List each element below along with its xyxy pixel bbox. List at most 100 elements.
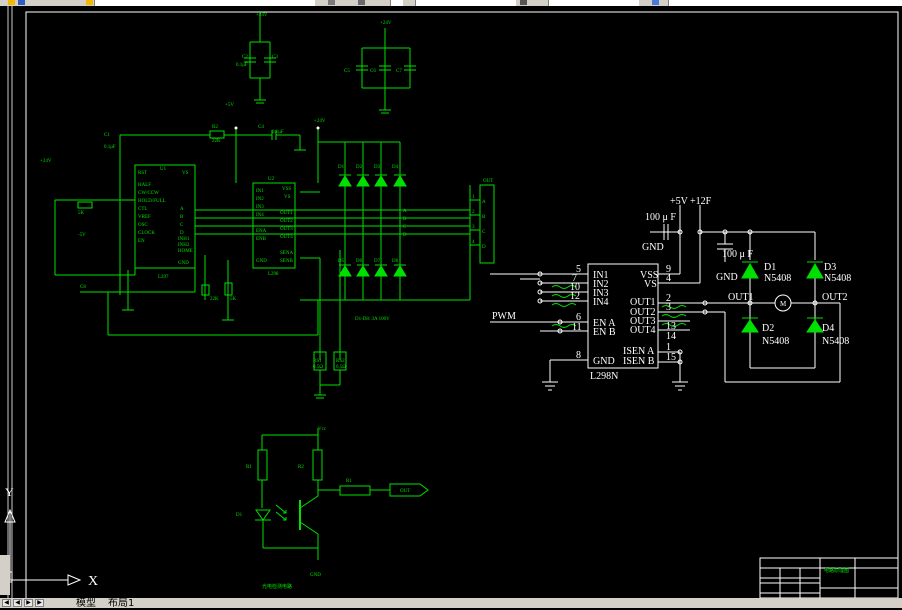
l297-pin-cw: CW/CCW bbox=[138, 191, 159, 196]
l298-pin-in2: IN2 bbox=[256, 197, 264, 202]
pin-in1: IN1 bbox=[593, 270, 609, 281]
d2-part: N5408 bbox=[762, 336, 789, 347]
bus-b: B bbox=[403, 217, 407, 222]
conn-pin-2: 2 bbox=[472, 210, 475, 215]
small-diode-d4[interactable] bbox=[393, 175, 407, 187]
tab-prev-arrow[interactable]: ◀ bbox=[13, 599, 22, 607]
l297-pin-ctl: CTL bbox=[138, 207, 147, 212]
bus-d: D bbox=[403, 233, 407, 238]
drawing-border bbox=[7, 6, 899, 598]
cap-left-label: 100 μ F bbox=[645, 212, 676, 223]
l297-pin-en: EN bbox=[138, 239, 145, 244]
conn-c: C bbox=[482, 230, 486, 235]
supply-neg-24v: +24V bbox=[40, 159, 52, 164]
diode-d1[interactable] bbox=[741, 262, 759, 279]
d2-label: D2 bbox=[762, 323, 774, 334]
l298n-circuit[interactable]: IN1 IN2 IN3 IN4 EN A EN B GND 5 7 10 12 … bbox=[490, 196, 851, 391]
label-c5: C5 bbox=[344, 69, 350, 74]
motor-symbol[interactable] bbox=[774, 294, 792, 312]
l297-pin-rst: RST bbox=[138, 171, 147, 176]
small-diode-d8[interactable] bbox=[393, 265, 407, 277]
sensor-r2-label: R2 bbox=[298, 465, 304, 470]
tab-layout1[interactable]: 布局1 bbox=[108, 598, 135, 609]
lightbulb-icon[interactable] bbox=[86, 0, 93, 5]
gnd-right-label: GND bbox=[716, 272, 738, 283]
d3-label: D3 bbox=[824, 262, 836, 273]
label-rs1: RS1 bbox=[313, 359, 322, 364]
pin-num-15: 15 bbox=[666, 352, 676, 363]
l297-pin-hold: HOLD/FULL bbox=[138, 199, 166, 204]
u1-l297-chip[interactable] bbox=[134, 164, 196, 269]
ucs-x-label: X bbox=[88, 574, 98, 589]
match-prop-icon[interactable] bbox=[358, 0, 365, 5]
l298-pin-gnd: GND bbox=[256, 259, 267, 264]
layer-combo[interactable] bbox=[94, 0, 315, 6]
l297-pin-home: HOME bbox=[178, 249, 193, 254]
plot-combo[interactable] bbox=[668, 0, 902, 6]
tab-next-arrow[interactable]: ▶ bbox=[24, 599, 33, 607]
diode-note: D1-D8: 3A 100V bbox=[355, 317, 390, 322]
label-c6: C6 bbox=[370, 69, 376, 74]
small-diode-d7[interactable] bbox=[374, 265, 388, 277]
small-d6: D6 bbox=[356, 259, 363, 264]
style-combo[interactable] bbox=[548, 0, 639, 6]
l298-pin-senb: SENB bbox=[280, 259, 293, 264]
table-icon[interactable] bbox=[652, 0, 659, 5]
folder-icon[interactable] bbox=[8, 0, 15, 5]
d4-part: N5408 bbox=[822, 336, 849, 347]
l297-pin-b: B bbox=[180, 215, 184, 220]
l297-pin-vs: VS bbox=[182, 171, 189, 176]
l297-circuit[interactable]: +24V +24V +5V +24V +24V -5V C2 0.1μF C3 … bbox=[40, 12, 495, 399]
small-d3: D3 bbox=[374, 165, 381, 170]
conn-d: D bbox=[482, 245, 486, 250]
pin-isenb: ISEN B bbox=[623, 356, 655, 367]
layer-icon[interactable] bbox=[18, 0, 25, 5]
tab-first-arrow[interactable]: ◀ bbox=[2, 599, 11, 607]
small-diode-d6[interactable] bbox=[356, 265, 370, 277]
layer-prev-icon[interactable] bbox=[328, 0, 335, 5]
diode-d3[interactable] bbox=[806, 262, 824, 279]
bus-c: C bbox=[403, 225, 407, 230]
l298-pin-out1: OUT1 bbox=[280, 211, 293, 216]
small-diode-d3[interactable] bbox=[374, 175, 388, 187]
label-rs2: RS2 bbox=[336, 359, 345, 364]
label-r1-val: 5K bbox=[78, 211, 85, 216]
l298-pin-in3: IN3 bbox=[256, 205, 264, 210]
small-diode-d5[interactable] bbox=[338, 265, 352, 277]
pin-num-1: 1 bbox=[666, 342, 671, 353]
cap-right-label: 100 μ F bbox=[722, 249, 753, 260]
dropdown-arrow[interactable] bbox=[390, 0, 403, 6]
sensor-led[interactable] bbox=[255, 509, 271, 521]
plot-style-icon[interactable] bbox=[520, 0, 527, 5]
label-c2: C2 bbox=[242, 55, 248, 60]
label-l298: L298 bbox=[268, 272, 279, 277]
l297-pin-clock: CLOCK bbox=[138, 231, 155, 236]
sensor-out-port[interactable] bbox=[389, 483, 429, 497]
l298n-chip[interactable] bbox=[587, 263, 659, 369]
label-c3: C3 bbox=[272, 55, 278, 60]
small-diode-d1[interactable] bbox=[338, 175, 352, 187]
pin-num-6: 6 bbox=[576, 312, 581, 323]
pin-in3: IN3 bbox=[593, 288, 609, 299]
l298-pin-out2: OUT2 bbox=[280, 219, 293, 224]
label-r2-val: 22K bbox=[212, 139, 221, 144]
linetype-combo[interactable] bbox=[415, 0, 516, 6]
conn-out: OUT bbox=[483, 179, 493, 184]
l297-pin-gnd: GND bbox=[178, 261, 189, 266]
tab-last-arrow[interactable]: ▶ bbox=[35, 599, 44, 607]
ucs-y-label: Y bbox=[5, 485, 14, 499]
sensor-out-label: OUT bbox=[400, 489, 410, 494]
label-c1: C1 bbox=[104, 133, 110, 138]
pin-out4: OUT4 bbox=[630, 325, 656, 336]
supply-neg-5v: -5V bbox=[78, 233, 86, 238]
l297-pin-c: C bbox=[180, 223, 184, 228]
tool-palette-stub[interactable] bbox=[0, 555, 10, 595]
sensor-circuit[interactable]: Vcc R1 R2 R1 D1 OUT GND 光电检测电路 bbox=[236, 427, 429, 590]
small-diode-d2[interactable] bbox=[356, 175, 370, 187]
diode-d2[interactable] bbox=[741, 319, 759, 333]
diode-d4[interactable] bbox=[806, 319, 824, 333]
conn-a: A bbox=[482, 200, 486, 205]
tab-model[interactable]: 模型 bbox=[76, 598, 96, 609]
sensor-d1-label: D1 bbox=[236, 513, 243, 518]
drawing-canvas[interactable]: X Y bbox=[0, 6, 902, 598]
